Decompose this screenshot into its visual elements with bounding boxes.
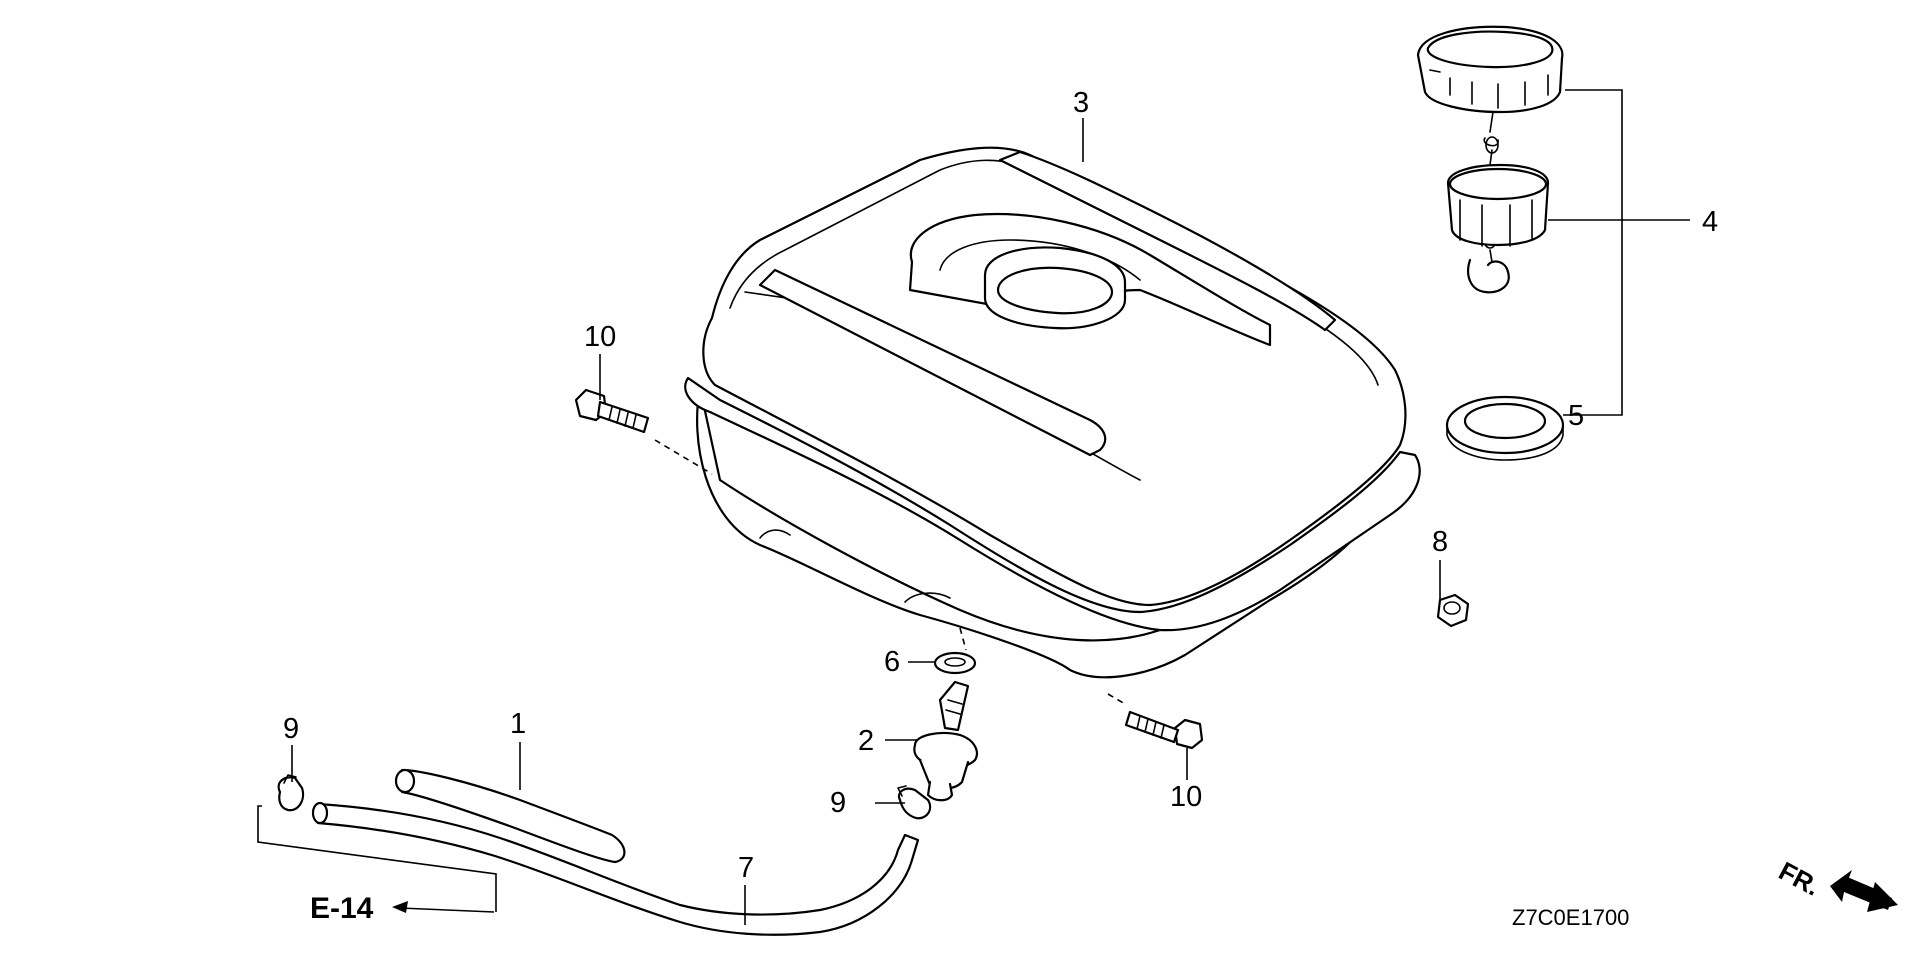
flange-bolt-lower bbox=[1107, 693, 1204, 750]
part-label-2: 2 bbox=[858, 725, 874, 757]
hose-clamp-right bbox=[897, 785, 932, 820]
cock-washer bbox=[933, 627, 977, 675]
part-label-4: 4 bbox=[1702, 206, 1718, 238]
section-ref-label: E-14 bbox=[310, 892, 374, 925]
part-label-5: 5 bbox=[1568, 400, 1584, 432]
diagram-code: Z7C0E1700 bbox=[1512, 905, 1629, 930]
flange-bolt-upper bbox=[574, 388, 713, 475]
part-label-9b: 9 bbox=[830, 787, 846, 819]
part-label-8: 8 bbox=[1432, 526, 1448, 558]
front-direction-arrow bbox=[1830, 870, 1898, 912]
part-label-10b: 10 bbox=[1170, 781, 1202, 813]
flange-nut bbox=[1436, 593, 1470, 628]
hose-clamp-left bbox=[277, 774, 305, 812]
cap-seal-gasket bbox=[1445, 395, 1565, 461]
part-label-10a: 10 bbox=[584, 321, 616, 353]
fuel-strainer bbox=[1446, 163, 1550, 294]
section-ref-arrowhead bbox=[392, 901, 408, 913]
fuel-tube-long bbox=[311, 801, 920, 936]
front-indicator-label: FR. bbox=[1774, 856, 1825, 902]
part-label-6: 6 bbox=[884, 646, 900, 678]
section-ref-arrow-line bbox=[399, 907, 495, 913]
section-ref-bracket bbox=[257, 805, 497, 912]
fuel-tube-short bbox=[394, 768, 626, 864]
fuel-tank bbox=[684, 146, 1421, 679]
cap-assembly-bracket bbox=[1565, 89, 1623, 416]
part-label-7: 7 bbox=[738, 852, 754, 884]
part-label-1: 1 bbox=[510, 708, 526, 740]
part-label-3: 3 bbox=[1073, 87, 1089, 119]
fuel-cock bbox=[913, 680, 978, 802]
part-label-9a: 9 bbox=[283, 713, 299, 745]
